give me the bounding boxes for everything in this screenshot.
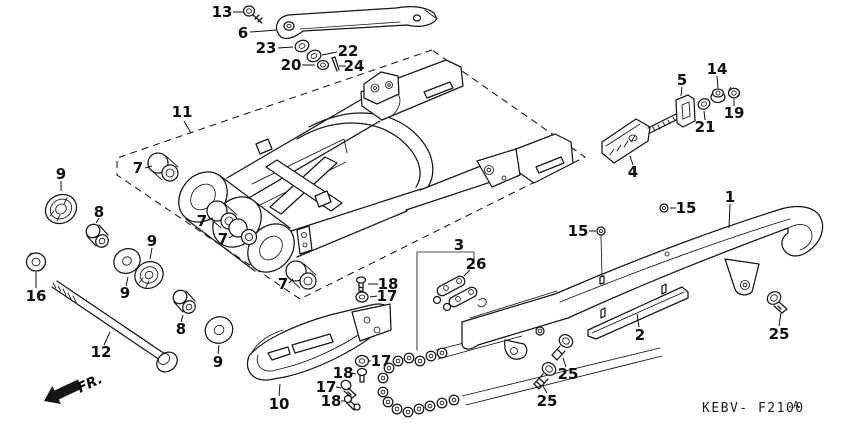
- callout-leader-4-34: [629, 155, 634, 166]
- callout-leader-11-6: [183, 120, 192, 134]
- chain-adjuster: [601, 86, 741, 164]
- fr-label: FR.: [75, 371, 105, 396]
- callout-leader-7-7: [144, 165, 153, 169]
- part-callout-21-32: 21: [695, 118, 716, 136]
- part-callout-9-11: 9: [56, 165, 66, 183]
- callout-leader-7-8: [207, 217, 214, 221]
- callout-leader-5-30: [680, 86, 683, 97]
- part-callout-3-26: 3: [454, 236, 464, 254]
- part-callout-26-27: 26: [466, 255, 487, 273]
- callout-leader-25-37: [542, 385, 548, 394]
- callout-leader-10-19: [278, 383, 281, 397]
- part-callout-6-1: 6: [238, 24, 248, 42]
- part-callout-15-29: 15: [568, 222, 589, 240]
- callout-leader-1-35: [728, 203, 731, 229]
- part-callout-16-17: 16: [26, 287, 47, 305]
- pivot-bushings: [147, 152, 317, 290]
- fr-arrow: FR.: [44, 371, 105, 404]
- callout-leader-18-23: [351, 372, 357, 375]
- callout-leader-17-24: [335, 386, 342, 389]
- part-callout-18-20: 18: [378, 275, 399, 293]
- part-callout-18-23: 18: [333, 364, 354, 382]
- part-callout-4-34: 4: [628, 163, 638, 181]
- part-callout-19-33: 19: [724, 104, 745, 122]
- part-callout-7-10: 7: [278, 275, 288, 293]
- callout-leader-9-12: [149, 247, 153, 260]
- part-callout-25-38: 25: [558, 365, 579, 383]
- part-callout-10-19: 10: [269, 395, 290, 413]
- part-callout-23-2: 23: [256, 39, 277, 57]
- part-callout-7-9: 7: [218, 230, 228, 248]
- part-callout-14-31: 14: [707, 60, 728, 78]
- part-callout-24-5: 24: [344, 57, 365, 75]
- part-callout-9-14: 9: [213, 353, 223, 371]
- slider-fasteners: [340, 276, 370, 411]
- part-callout-12-18: 12: [91, 343, 112, 361]
- part-callout-7-7: 7: [133, 159, 143, 177]
- callout-leader-17-21: [369, 295, 378, 298]
- part-callout-17-21: 17: [377, 287, 398, 305]
- diagram-code: KEBV- F2100: [702, 401, 805, 416]
- chain-links: [377, 347, 460, 418]
- callout-leader-2-36: [636, 313, 640, 328]
- part-callout-9-12: 9: [147, 232, 157, 250]
- callout-leader-14-31: [716, 75, 719, 89]
- part-callout-7-8: 7: [197, 212, 207, 230]
- part-callout-8-15: 8: [94, 203, 104, 221]
- callout-leader-12-18: [103, 331, 111, 346]
- chain-slider: [246, 303, 392, 381]
- callout-leader-6-1: [249, 29, 278, 33]
- part-callout-17-24: 17: [316, 378, 337, 396]
- drive-chain: [377, 328, 663, 418]
- callout-leader-8-16: [180, 314, 184, 323]
- callout-leader-9-13: [125, 276, 129, 287]
- callout-leader-21-32: [703, 110, 706, 121]
- callout-leader-26-27: [463, 269, 471, 277]
- callout-leader-9-14: [217, 344, 220, 355]
- part-callout-13-0: 13: [212, 3, 233, 21]
- callout-leader-25-39: [778, 312, 782, 327]
- callout-leader-22-3: [321, 51, 338, 56]
- callout-leader-7-10: [288, 278, 294, 284]
- diagram-code-suffix: A: [793, 400, 799, 411]
- pivot-seals-collars: [25, 193, 234, 344]
- pivot-bolt: [51, 280, 178, 373]
- part-callout-25-39: 25: [769, 325, 790, 343]
- chain-guard-strip: [587, 283, 689, 340]
- part-callout-2-36: 2: [635, 326, 645, 344]
- part-callout-5-30: 5: [677, 71, 687, 89]
- part-callout-20-4: 20: [281, 56, 302, 74]
- master-link: [416, 251, 487, 351]
- part-callout-11-6: 11: [172, 103, 193, 121]
- callout-leader-8-15: [95, 217, 100, 224]
- torque-arm-assembly: [242, 5, 438, 72]
- part-callout-8-16: 8: [176, 320, 186, 338]
- part-callout-15-28: 15: [676, 199, 697, 217]
- callout-leader-25-38: [562, 357, 567, 368]
- part-callout-9-13: 9: [120, 284, 130, 302]
- part-callout-22-3: 22: [338, 42, 359, 60]
- guard-bolts: [533, 203, 788, 390]
- callout-leader-7-9: [228, 234, 235, 239]
- chain-guard: [461, 205, 824, 360]
- part-callout-17-22: 17: [371, 352, 392, 370]
- swingarm: [178, 59, 574, 273]
- part-callout-18-25: 18: [321, 392, 342, 410]
- part-callout-1-35: 1: [725, 188, 735, 206]
- part-callout-25-37: 25: [537, 392, 558, 410]
- swingarm-boundary-dashed: [116, 49, 587, 300]
- callout-leader-23-2: [277, 46, 294, 49]
